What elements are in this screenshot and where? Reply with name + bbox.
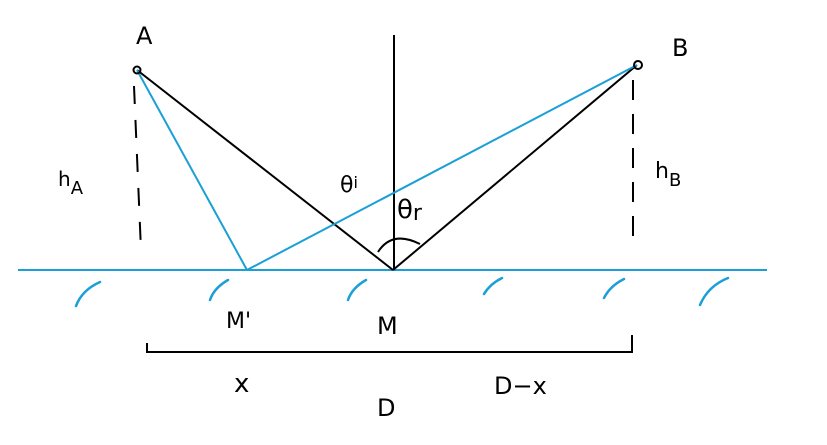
alt-incident-ray	[136, 69, 248, 271]
label-b: B	[672, 34, 688, 62]
incident-ray	[136, 69, 394, 271]
point-b-marker	[633, 60, 643, 70]
label-height-a: hA	[58, 167, 84, 199]
label-d-minus-x: D−x	[494, 372, 547, 400]
reflected-ray	[392, 64, 638, 271]
angle-arc	[377, 237, 421, 253]
label-m-prime: M'	[226, 309, 251, 334]
surface-hatching	[74, 276, 730, 308]
label-a: A	[136, 22, 153, 50]
label-theta-i: θi	[340, 173, 358, 198]
label-m: M	[377, 312, 398, 340]
label-d: D	[377, 394, 395, 422]
point-a-marker	[132, 65, 142, 75]
label-height-b: hB	[655, 159, 681, 191]
distance-bracket	[146, 335, 633, 353]
alt-reflected-ray	[246, 64, 638, 271]
label-x: x	[234, 369, 249, 399]
height-a-dashed	[133, 85, 142, 251]
label-theta-r: θr	[397, 195, 423, 226]
